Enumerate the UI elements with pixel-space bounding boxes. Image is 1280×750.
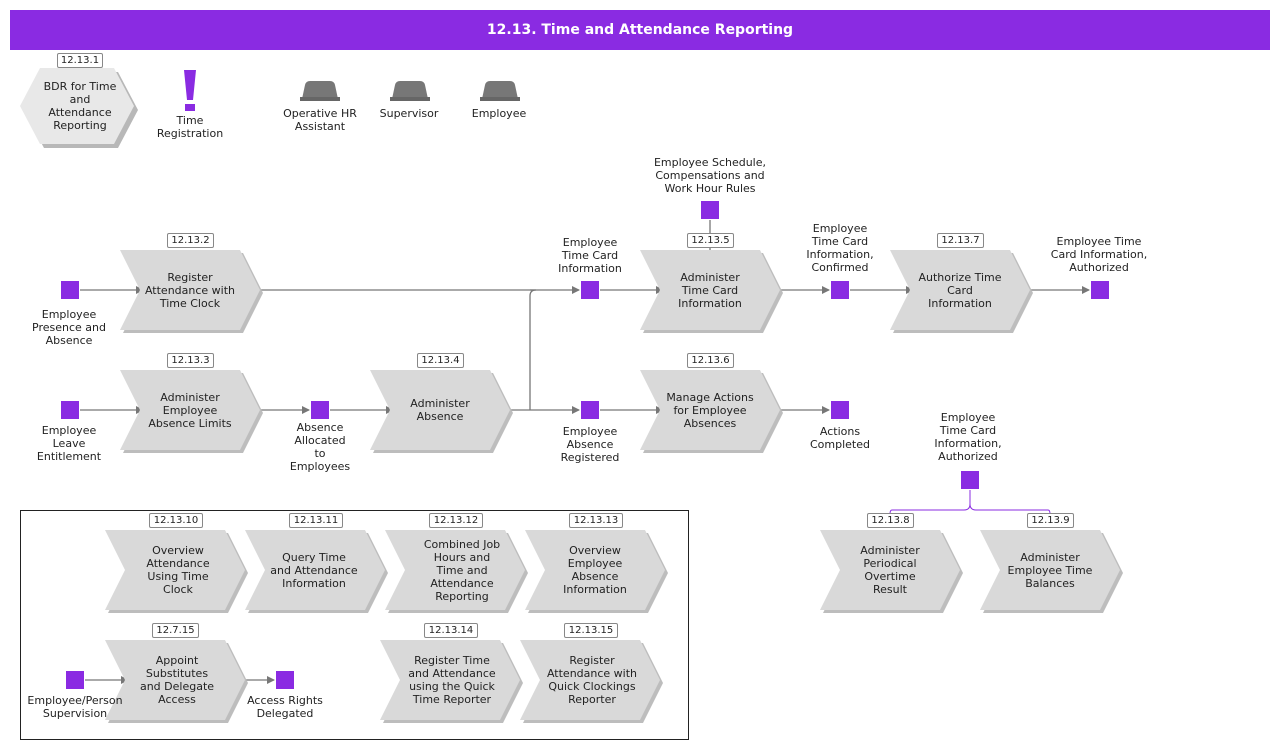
process-step-shape[interactable] [640,250,780,330]
process-step-shape[interactable] [820,530,960,610]
object-label: Employee Absence Registered [560,424,620,464]
step-id-tag: 12.7.15 [152,623,199,638]
data-object-absence-registered[interactable] [581,401,599,419]
data-object-schedule-rules[interactable] [701,201,719,219]
step-label: Administer Periodical Overtime Result [860,544,920,596]
step-id-tag: 12.13.14 [424,623,478,638]
data-object-employee-presence[interactable] [61,281,79,299]
object-label: Employee Presence and Absence [32,307,106,347]
process-step-shape[interactable] [120,250,260,330]
process-step-shape[interactable] [385,530,525,610]
step-label: Combined Job Hours and Time and Attendan… [423,537,501,603]
step-id-tag: 12.13.12 [429,513,483,528]
object-label: Employee Time Card Information [558,235,622,275]
data-object-absence-allocated[interactable] [311,401,329,419]
data-object-time-card-authorized[interactable] [1091,281,1109,299]
process-step-shape[interactable] [520,640,660,720]
branch-connector [889,490,1051,515]
step-label: Overview Employee Absence Information [563,544,627,596]
step-label: Query Time and Attendance Information [270,550,358,590]
process-step-shape[interactable] [245,530,385,610]
object-label: Employee Time Card Information, Authoriz… [934,411,1002,463]
step-id-tag: 12.13.3 [167,353,214,368]
data-object-person-supervision[interactable] [66,671,84,689]
step-label: Authorize Time Card Information [918,270,1002,310]
role-icon-operative-hr-assistant [300,81,340,101]
object-label: Employee Leave Entitlement [36,423,102,463]
step-id-tag: 12.13.15 [564,623,618,638]
step-id-tag: 12.13.11 [289,513,343,528]
step-label: Administer Employee Absence Limits [148,390,232,430]
step-id-tag: 12.13.8 [867,513,914,528]
data-object-leave-entitlement[interactable] [61,401,79,419]
step-id-tag: 12.13.13 [569,513,623,528]
step-label: Administer Time Card Information [678,270,742,310]
diagram-title: 12.13. Time and Attendance Reporting [10,10,1270,50]
step-id-tag: 12.13.9 [1027,513,1074,528]
exclamation-icon [184,70,196,111]
object-label: Employee Time Card Information, Confirme… [806,222,874,274]
role-label: Operative HR Assistant [283,107,357,133]
process-step-shape[interactable] [120,370,260,450]
process-step-shape[interactable] [105,530,245,610]
object-label: Employee/Person Supervision [27,694,123,720]
data-object-time-card-authorized-2[interactable] [961,471,979,489]
object-label: Absence Allocated to Employees [289,421,351,473]
object-label: Access Rights Delegated [247,694,323,720]
process-step-shape[interactable] [890,250,1030,330]
step-id-tag: 12.13.5 [687,233,734,248]
process-step-shape[interactable] [380,640,520,720]
process-steps [105,250,1123,723]
bdr-hexagon[interactable] [20,68,134,144]
data-object-access-delegated[interactable] [276,671,294,689]
bdr-id-tag: 12.13.1 [57,53,103,68]
step-label: Register Time and Attendance using the Q… [408,654,496,706]
step-id-tag: 12.13.2 [167,233,214,248]
step-label: Administer Employee Time Balances [1007,550,1093,590]
secondary-processes-frame [20,510,689,740]
process-step-shape[interactable] [640,370,780,450]
process-step-shape[interactable] [525,530,665,610]
role-label: Employee [471,106,527,120]
role-icon-employee [480,81,520,101]
object-label: Employee Schedule, Compensations and Wor… [653,155,767,195]
step-label: Manage Actions for Employee Absences [666,390,754,430]
process-step-shape[interactable] [105,640,245,720]
event-label: Time Registration [156,114,224,140]
connectors [80,220,1090,684]
object-label: Employee Time Card Information, Authoriz… [1050,234,1148,274]
data-object-time-card-confirmed[interactable] [831,281,849,299]
role-label: Supervisor [379,106,439,120]
step-label: Administer Absence [410,397,470,423]
step-id-tag: 12.13.10 [149,513,203,528]
process-step-shape[interactable] [370,370,510,450]
data-object-actions-completed[interactable] [831,401,849,419]
step-label: Register Attendance with Time Clock [144,270,236,310]
role-icon-supervisor [390,81,430,101]
step-id-tag: 12.13.7 [937,233,984,248]
step-label: Appoint Substitutes and Delegate Access [139,654,215,706]
step-label: Register Attendance with Quick Clockings… [546,654,638,706]
process-step-shape[interactable] [980,530,1120,610]
step-id-tag: 12.13.4 [417,353,464,368]
bdr-label: BDR for Time and Attendance Reporting [43,80,117,132]
object-label: Actions Completed [810,425,870,451]
data-object-time-card-info[interactable] [581,281,599,299]
data-objects [61,201,1109,689]
step-id-tag: 12.13.6 [687,353,734,368]
step-label: Overview Attendance Using Time Clock [146,544,210,596]
